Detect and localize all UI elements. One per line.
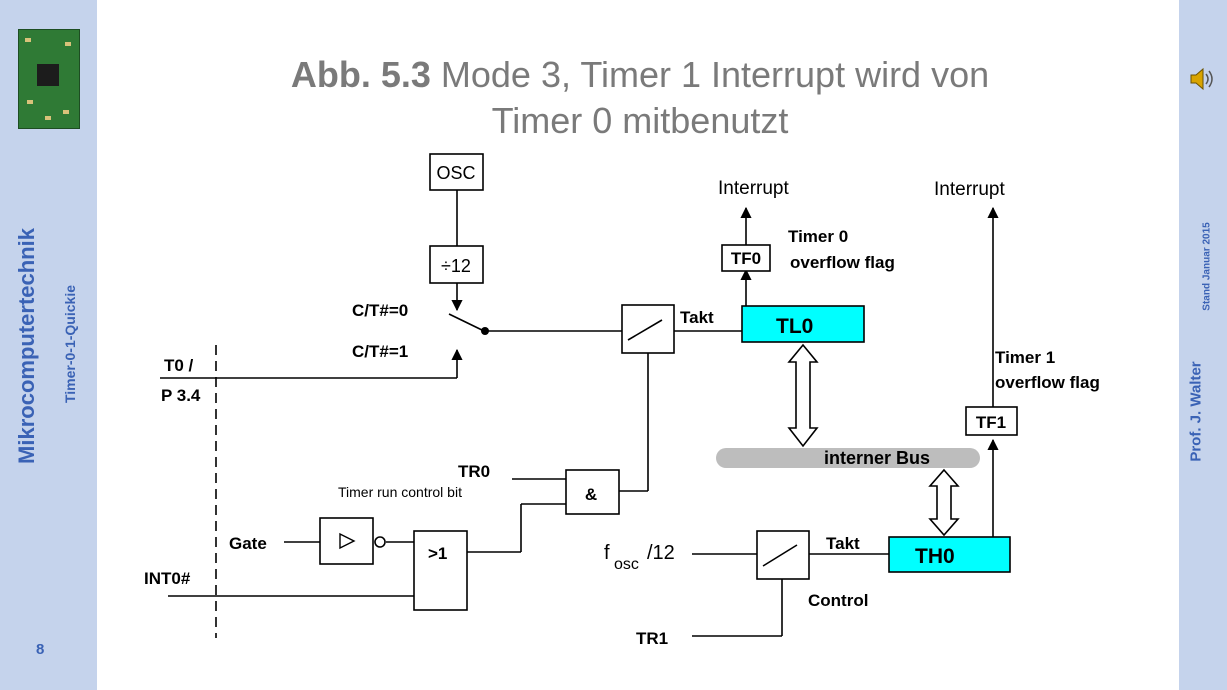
title-line2: Timer 0 mitbenutzt — [491, 100, 789, 141]
osc-label: OSC — [436, 163, 475, 183]
gate-label: Gate — [229, 534, 267, 553]
t0-label: T0 / — [164, 356, 194, 375]
tr0-description: Timer run control bit — [338, 484, 462, 500]
gate-buffer — [319, 517, 374, 565]
divider-label: ÷12 — [441, 256, 471, 276]
tf1-label: TF1 — [976, 413, 1006, 432]
int0-label: INT0# — [144, 569, 191, 588]
page-number: 8 — [36, 641, 45, 658]
bus-label: interner Bus — [824, 448, 930, 468]
title-line1: Mode 3, Timer 1 Interrupt wird von — [430, 54, 990, 95]
tl0-bus-arrow — [787, 343, 819, 448]
th0-label: TH0 — [915, 545, 955, 568]
tl0-label: TL0 — [776, 315, 813, 338]
p34-label: P 3.4 — [161, 386, 201, 405]
divider-box — [429, 245, 484, 284]
ct1-label: C/T#=1 — [352, 342, 408, 361]
timer1-flag-line2: overflow flag — [995, 373, 1100, 392]
bus-th0-arrow — [928, 468, 960, 537]
or-gate-label: >1 — [428, 544, 447, 563]
timer0-flag-line2: overflow flag — [790, 253, 895, 272]
tr1-label: TR1 — [636, 629, 668, 648]
title-figure-number: Abb. 5.3 — [290, 54, 431, 95]
tf0-box — [721, 244, 771, 272]
and-gate-label: & — [585, 485, 597, 504]
fosc-f: f — [604, 542, 610, 564]
interrupt-right-label: Interrupt — [934, 179, 1005, 200]
fosc-div: /12 — [647, 542, 675, 564]
tl0-register — [741, 305, 865, 343]
takt-bottom-label: Takt — [826, 534, 860, 553]
tr0-label: TR0 — [458, 462, 490, 481]
tf1-box — [965, 406, 1018, 436]
buffer-symbol — [339, 532, 356, 550]
control-label: Control — [808, 591, 868, 610]
timer0-flag-line1: Timer 0 — [788, 227, 848, 246]
switch-pivot — [481, 327, 489, 335]
slide-title: Abb. 5.3 Mode 3, Timer 1 Interrupt wird … — [100, 52, 1180, 144]
timer1-flag-line1: Timer 1 — [995, 348, 1055, 367]
tf0-label: TF0 — [731, 249, 761, 268]
interrupt-left-label: Interrupt — [718, 178, 789, 199]
or-gate — [413, 530, 468, 611]
and-gate — [565, 469, 620, 515]
osc-box — [429, 153, 484, 191]
ct0-label: C/T#=0 — [352, 301, 408, 320]
circuit-board-image — [18, 29, 80, 129]
takt-top-label: Takt — [680, 308, 714, 327]
speaker-icon[interactable] — [1187, 64, 1217, 94]
internal-bus — [716, 448, 980, 468]
right-sidebar: Prof. J. Walter Stand Januar 2015 — [1179, 0, 1227, 690]
left-sidebar: Mikrocomputertechnik Timer-0-1-Quickie 8 — [0, 0, 97, 690]
th0-register — [888, 536, 1011, 573]
fosc-sub: osc — [614, 556, 639, 573]
inverter-bubble — [374, 536, 386, 548]
